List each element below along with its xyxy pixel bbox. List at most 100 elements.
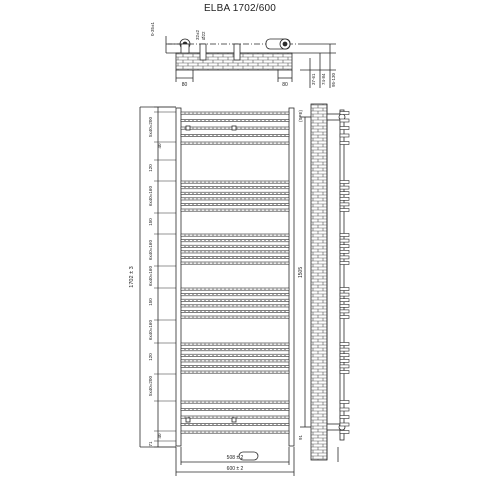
side-rail-end-26 — [339, 358, 350, 363]
rail-13 — [180, 244, 290, 248]
top-view-dim-label-2: Ø22 — [201, 31, 206, 40]
side-rail-end-25 — [339, 353, 350, 358]
side-rail-end-27 — [339, 364, 350, 369]
side-rail-end-22 — [339, 315, 350, 319]
rail-17 — [180, 287, 290, 291]
top-view-dim-label-0: 0-35±1 — [150, 22, 155, 36]
top-view-dim-label-3: 80 — [182, 82, 188, 88]
top-view-right-dim-label-0: 37-61 — [311, 73, 316, 85]
rail-24 — [180, 348, 290, 352]
spacing-label-6: 6x40=160 — [148, 266, 153, 286]
spacing-label-9: 120 — [148, 353, 153, 361]
spacing-label-5: 6x40=160 — [148, 240, 153, 260]
side-rail-end-9 — [339, 202, 350, 207]
side-rail-end-24 — [339, 347, 350, 352]
rail-26 — [180, 359, 290, 363]
side-rail-end-15 — [339, 255, 350, 260]
rail-25 — [180, 353, 290, 357]
side-view-wall — [310, 103, 328, 461]
side-rail-end-0 — [339, 111, 350, 115]
top-view-labels: 0-35±1 32±2 Ø22 80 80 37-61 74-84 95-130 — [150, 22, 336, 88]
rail-7 — [180, 191, 290, 195]
rail-5 — [180, 180, 290, 184]
bracket-bottom-right — [231, 417, 237, 423]
rail-32 — [180, 423, 290, 427]
front-view-labels: 1702 ± 3 5x40=200 40 120 6x40=160 150 6x40=16… — [129, 117, 244, 472]
top-view-left-bracket — [180, 43, 190, 54]
rail-16 — [180, 261, 290, 265]
side-rail-end-11 — [339, 233, 350, 237]
side-rail-end-20 — [339, 303, 350, 308]
rail-14 — [180, 250, 290, 254]
side-rail-end-8 — [339, 197, 350, 201]
spacing-label-11: 40 — [157, 433, 162, 439]
spacing-label-12: 71 — [148, 441, 153, 447]
horizontal-rails — [180, 111, 290, 434]
side-view-bracket-top — [326, 113, 341, 121]
rail-11 — [180, 233, 290, 237]
side-rail-end-14 — [339, 250, 350, 254]
side-rail-end-16 — [339, 261, 350, 265]
top-view-anchor-left — [199, 43, 207, 61]
side-rail-end-28 — [339, 370, 350, 374]
top-view-right-dim-label-1: 74-84 — [321, 73, 326, 85]
rail-33 — [180, 430, 290, 434]
rail-6 — [180, 186, 290, 190]
top-view — [165, 36, 336, 88]
rail-22 — [180, 315, 290, 319]
heating-element — [238, 451, 259, 461]
spacing-label-0: 5x40=200 — [148, 117, 153, 137]
rail-27 — [180, 365, 290, 368]
side-rail-end-1 — [339, 118, 350, 123]
side-view-label-91: 91 — [298, 434, 303, 440]
rail-18 — [180, 293, 290, 297]
bracket-top-left — [185, 125, 191, 131]
rail-10 — [180, 208, 290, 212]
side-rail-end-4 — [339, 141, 350, 145]
rail-4 — [180, 141, 290, 145]
rail-23 — [180, 342, 290, 346]
spacing-label-7: 150 — [148, 298, 153, 306]
side-rail-end-17 — [339, 287, 350, 291]
spacing-dim-ticks — [154, 106, 176, 448]
side-rail-end-10 — [339, 208, 350, 212]
rail-21 — [180, 310, 290, 313]
side-view-label-1505: 1505 — [298, 267, 304, 278]
spacing-label-2: 120 — [148, 164, 153, 172]
bracket-top-right — [231, 125, 237, 131]
top-view-right-collector-core — [282, 41, 288, 47]
side-rail-end-30 — [339, 407, 350, 412]
spacing-label-4: 150 — [148, 218, 153, 226]
spacing-label-10: 5x40=200 — [148, 376, 153, 396]
overall-height-label: 1702 ± 3 — [129, 266, 135, 287]
rail-19 — [180, 298, 290, 302]
rail-9 — [180, 203, 290, 206]
rail-1 — [180, 119, 290, 123]
top-view-dim-label-1: 32±2 — [195, 30, 200, 40]
left-collector — [175, 107, 182, 447]
side-rail-end-32 — [339, 422, 350, 427]
top-view-anchor-right — [233, 43, 241, 61]
rail-15 — [180, 256, 290, 259]
side-view-label-spe: (SPE) — [298, 109, 303, 122]
side-view — [300, 103, 350, 462]
rail-30 — [180, 408, 290, 412]
rail-29 — [180, 400, 290, 404]
top-view-right-dim-label-2: 95-130 — [331, 72, 336, 87]
rail-20 — [180, 304, 290, 308]
side-rail-end-13 — [339, 244, 350, 248]
side-rail-end-23 — [339, 342, 350, 346]
width-outer-label: 600 ± 2 — [227, 466, 244, 472]
drawing-title: ELBA 1702/600 — [203, 3, 277, 14]
side-view-rail-ends — [339, 111, 350, 434]
side-rail-end-6 — [339, 185, 350, 190]
bracket-bottom-left — [185, 417, 191, 423]
side-view-bracket-bottom — [326, 423, 341, 431]
side-view-collector — [339, 109, 345, 441]
front-view — [139, 106, 295, 476]
top-view-dim-label-4: 80 — [282, 82, 288, 88]
width-inner-label: 508 ± 2 — [227, 455, 244, 461]
side-rail-end-33 — [339, 430, 350, 434]
spacing-label-1: 40 — [157, 143, 162, 149]
